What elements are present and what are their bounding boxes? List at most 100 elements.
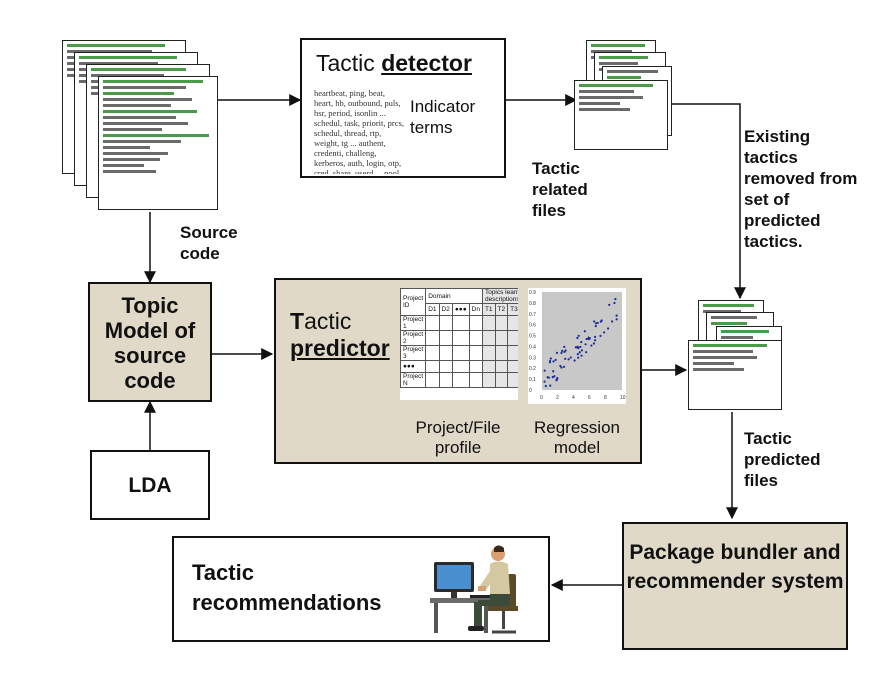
tactic-recommendations-box: Tactic recommendations xyxy=(172,536,550,642)
regression-point xyxy=(549,357,552,360)
profile-table-row: Project 2 xyxy=(400,330,518,346)
profile-cell xyxy=(507,330,518,346)
regression-point xyxy=(562,365,566,368)
regression-point xyxy=(554,358,557,362)
profile-cell xyxy=(425,372,440,388)
profile-cell xyxy=(481,372,496,388)
profile-header-topics: Topics learned from project descriptions… xyxy=(481,288,518,304)
regression-point xyxy=(580,354,583,357)
regression-point xyxy=(547,376,550,379)
topic-model-box: Topic Model of source code xyxy=(88,282,212,402)
regression-point xyxy=(560,351,563,355)
regression-point xyxy=(580,349,583,352)
profile-cell xyxy=(451,345,470,361)
regression-point xyxy=(577,356,580,359)
package-bundler-box: Package bundler and recommender system xyxy=(622,522,848,650)
regression-point xyxy=(593,320,596,323)
profile-cell xyxy=(494,360,509,373)
profile-cell xyxy=(438,372,453,388)
tactic-predictor-rest: actic xyxy=(304,308,352,334)
regression-point xyxy=(552,360,555,363)
profile-cell xyxy=(468,372,483,388)
regression-y-tick: 0.7 xyxy=(529,312,536,318)
regression-point xyxy=(602,331,606,334)
regression-point xyxy=(593,339,597,342)
lda-box: LDA xyxy=(90,450,210,520)
regression-point xyxy=(552,370,555,373)
regression-point xyxy=(599,320,602,323)
tactic-related-files-label: Tactic related files xyxy=(532,159,588,220)
regression-x-tick: 0 xyxy=(540,395,543,401)
regression-point xyxy=(576,336,579,340)
profile-table-grid: Project ID Domain Topics learned from pr… xyxy=(400,288,518,388)
profile-subheader: D2 xyxy=(438,303,453,316)
regression-point xyxy=(594,325,597,328)
person-at-computer-icon xyxy=(430,545,518,634)
regression-point xyxy=(559,364,562,368)
profile-cell xyxy=(494,315,509,331)
regression-point xyxy=(543,380,546,383)
profile-cell xyxy=(481,345,496,361)
tactic-predictor-title: Tactic predictor xyxy=(290,308,390,362)
profile-cell xyxy=(438,330,453,346)
regression-point xyxy=(563,350,566,353)
regression-point xyxy=(564,357,567,360)
profile-cell xyxy=(438,345,453,361)
regression-point xyxy=(548,359,552,363)
tactic-predictor-bold: predictor xyxy=(290,335,390,361)
existing-tactics-note: Existing tactics removed from set of pre… xyxy=(744,127,858,251)
profile-cell xyxy=(494,345,509,361)
profile-subheader: ●●● xyxy=(451,303,470,316)
regression-point xyxy=(611,320,614,323)
regression-x-tick: 10 xyxy=(620,395,626,401)
profile-cell xyxy=(507,315,518,331)
regression-point xyxy=(615,318,618,321)
tactic-predictor-box: Tactic predictor Project ID Domain Topic… xyxy=(274,278,642,464)
profile-cell xyxy=(438,315,453,331)
regression-point xyxy=(608,303,611,306)
regression-point xyxy=(614,297,617,301)
profile-subheader: T1 xyxy=(481,303,496,316)
profile-cell xyxy=(451,372,470,388)
regression-y-tick: 0.5 xyxy=(529,334,536,340)
tactic-detector-box: Tactic detector heartbeat, ping, beat, h… xyxy=(300,38,506,178)
regression-x-tick: 8 xyxy=(604,395,607,401)
regression-point xyxy=(592,342,596,345)
regression-point xyxy=(544,384,547,388)
profile-table-row: Project N xyxy=(400,372,518,388)
profile-table-row: ●●● xyxy=(400,360,518,373)
regression-point xyxy=(599,334,602,338)
profile-cell xyxy=(468,330,483,346)
profile-cell xyxy=(468,345,483,361)
profile-cell xyxy=(507,372,518,388)
regression-y-tick: 0.9 xyxy=(529,290,536,296)
profile-row-label: Project 1 xyxy=(400,315,427,331)
regression-point xyxy=(555,379,558,382)
profile-subheader: T2 xyxy=(494,303,509,316)
regression-point xyxy=(580,340,583,344)
regression-y-tick: 0.4 xyxy=(529,344,536,350)
profile-row-label: Project N xyxy=(400,372,427,388)
regression-point xyxy=(567,358,570,361)
tactic-detector-bold: detector xyxy=(381,50,472,76)
regression-point xyxy=(585,337,588,341)
regression-y-tick: 0.2 xyxy=(529,366,536,372)
regression-point xyxy=(593,335,597,338)
regression-point xyxy=(563,345,566,348)
profile-cell xyxy=(507,345,518,361)
regression-point xyxy=(543,369,546,372)
indicator-terms-list: heartbeat, ping, beat, heart, hb, outbou… xyxy=(314,88,404,174)
regression-point xyxy=(613,301,616,305)
profile-row-label: ●●● xyxy=(400,360,427,373)
profile-cell xyxy=(451,315,470,331)
regression-point xyxy=(578,351,581,354)
profile-cell xyxy=(481,360,496,373)
regression-model-label: Regression model xyxy=(534,418,620,457)
regression-point xyxy=(583,330,586,333)
regression-point xyxy=(553,375,556,378)
regression-point xyxy=(549,384,552,387)
related-file-4 xyxy=(574,80,668,150)
tactic-predicted-files-label: Tactic predicted files xyxy=(744,429,821,490)
